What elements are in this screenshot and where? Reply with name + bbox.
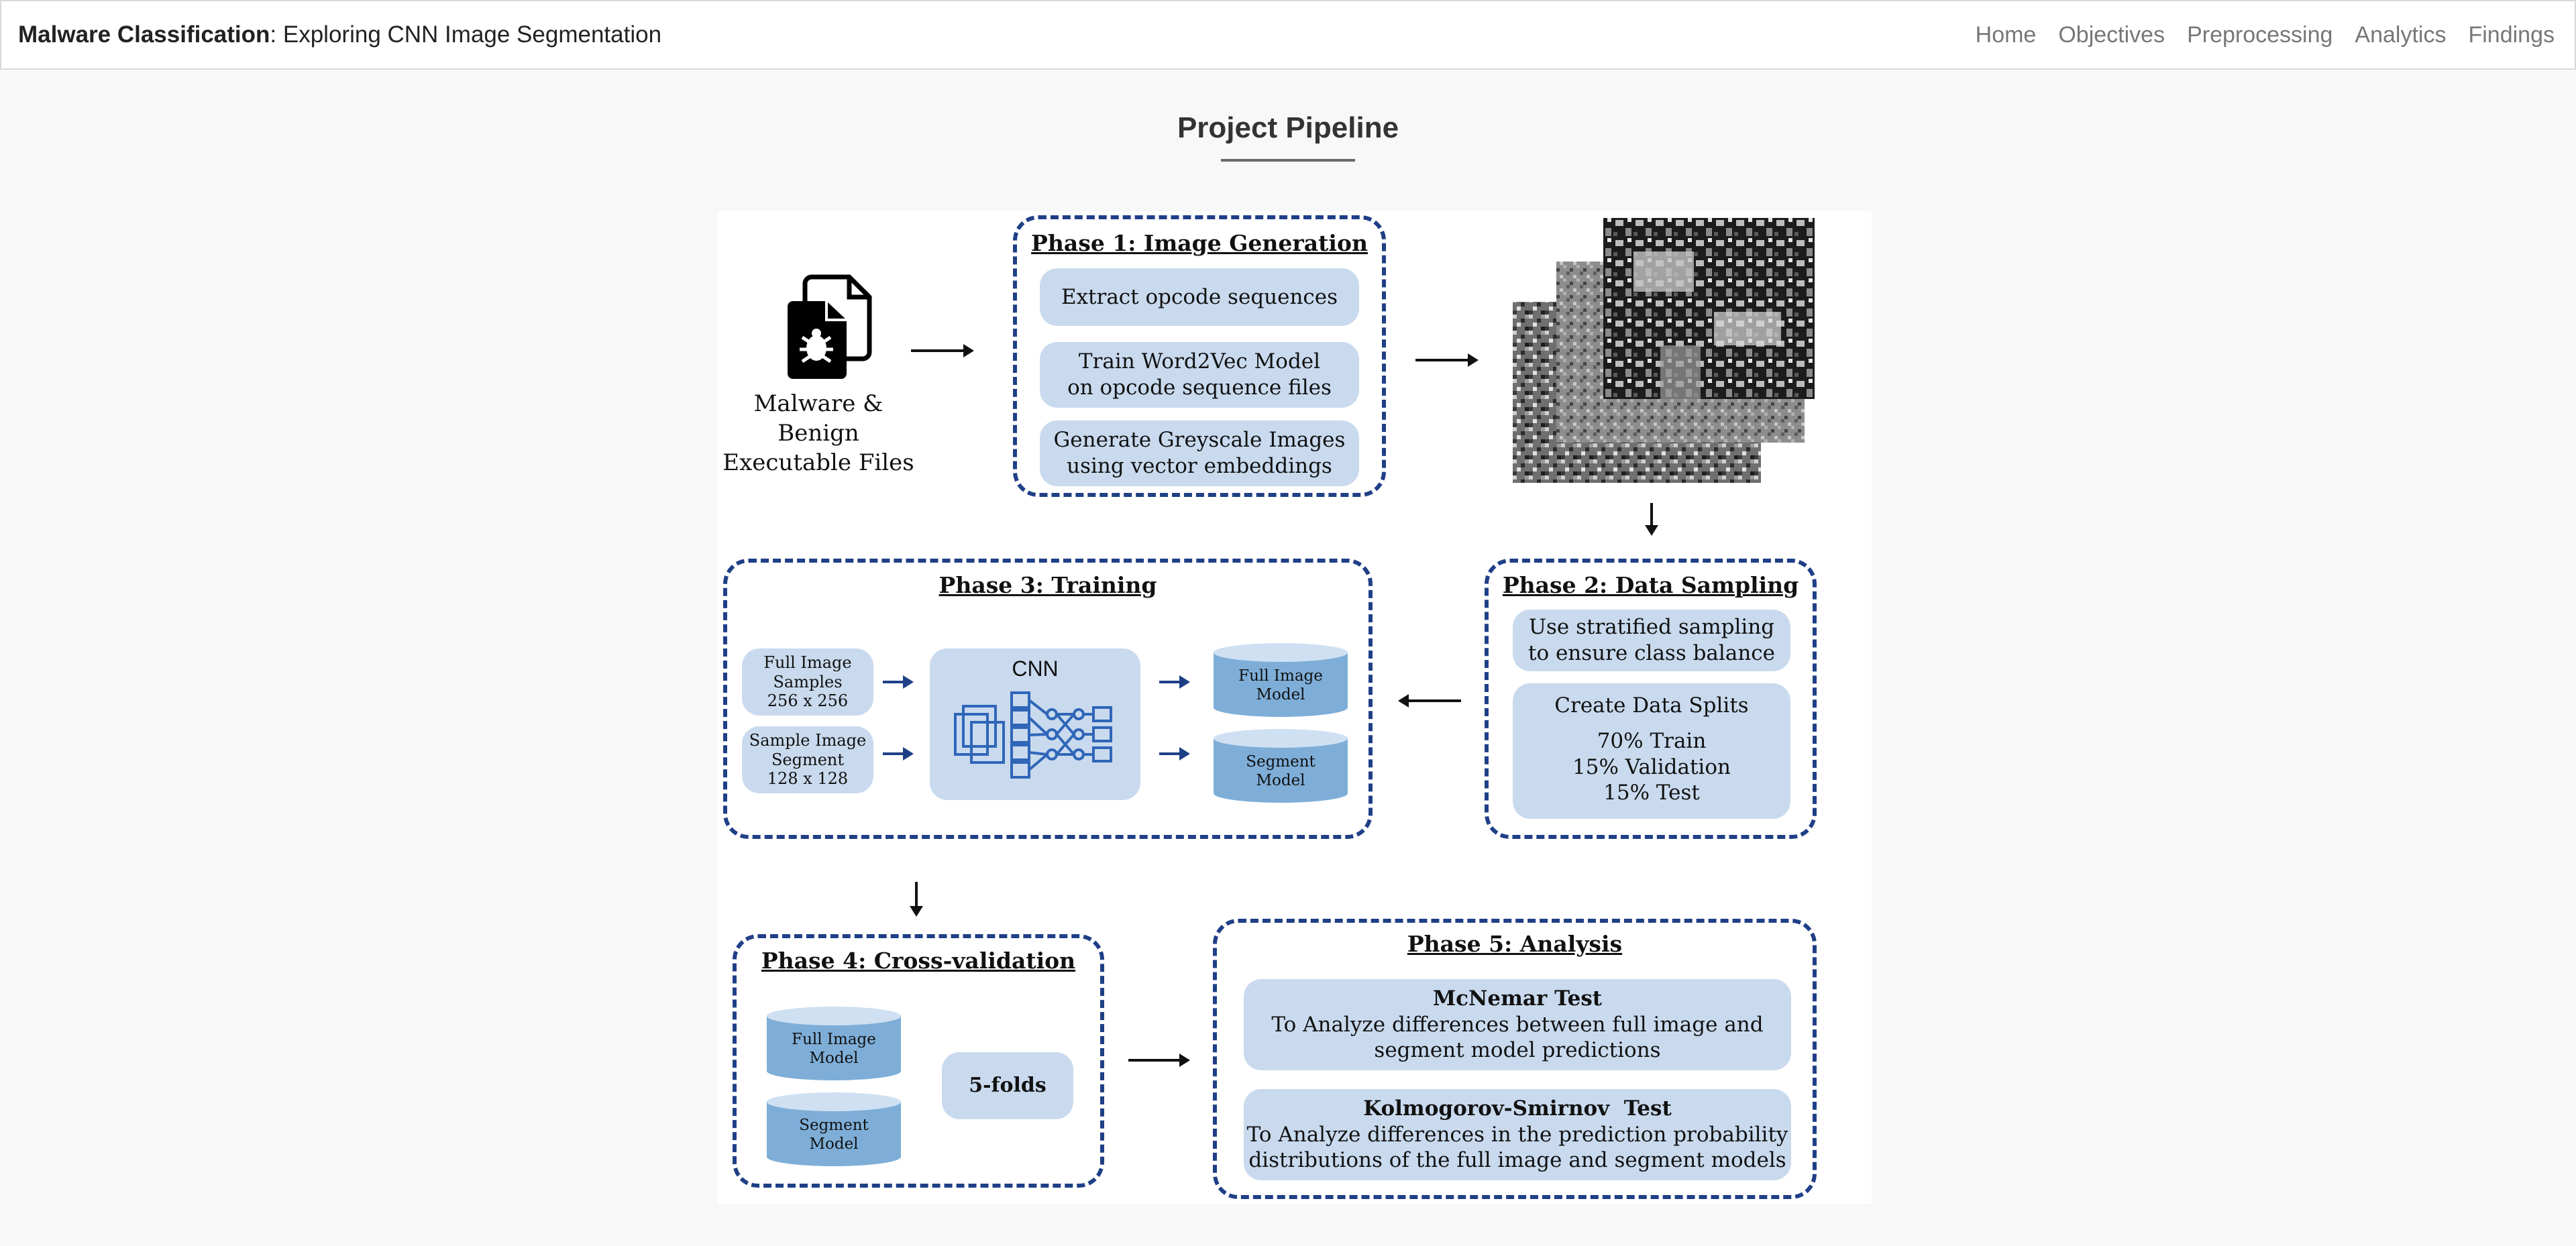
phase4-segment-model: Segment Model xyxy=(765,1091,903,1169)
cnn-label: CNN xyxy=(1012,657,1059,681)
arrow-cnn-to-full-model xyxy=(1159,675,1190,689)
phase1-step-word2vec: Train Word2Vec Model on opcode sequence … xyxy=(1040,342,1359,408)
phase3-full-image-model: Full Image Model xyxy=(1212,642,1350,720)
phase1-step3-line1: Generate Greyscale Images xyxy=(1053,428,1346,453)
arrow-images-to-phase2 xyxy=(1645,503,1658,536)
mcnemar-test-card: McNemar Test To Analyze differences betw… xyxy=(1244,979,1791,1070)
database-cylinder-icon xyxy=(767,1007,901,1080)
phase2-stratified-sampling: Use stratified sampling to ensure class … xyxy=(1513,610,1790,671)
five-folds-badge: 5-folds xyxy=(942,1052,1073,1119)
ks-test-card: Kolmogorov-Smirnov Test To Analyze diffe… xyxy=(1244,1089,1791,1180)
phase1-title: Phase 1: Image Generation xyxy=(1031,230,1368,256)
phase3-input-full-image: Full Image Samples 256 x 256 xyxy=(742,648,873,716)
site-brand[interactable]: Malware Classification: Exploring CNN Im… xyxy=(18,21,661,48)
nav-link-analytics[interactable]: Analytics xyxy=(2355,21,2447,48)
malware-file-icon xyxy=(788,274,872,379)
ks-line1: To Analyze differences in the prediction… xyxy=(1246,1122,1788,1147)
arrow-input-to-phase1 xyxy=(911,344,974,357)
phase2-sampling-line1: Use stratified sampling xyxy=(1528,615,1775,640)
phase1-step2-line1: Train Word2Vec Model xyxy=(1078,349,1321,374)
phase4-title: Phase 4: Cross-validation xyxy=(761,948,1076,974)
p4-model1-line1: Full Image xyxy=(792,1031,876,1048)
input-files-label: Malware & Benign Executable Files xyxy=(718,389,919,477)
database-cylinder-icon xyxy=(1214,729,1348,803)
phase1-step-extract: Extract opcode sequences xyxy=(1040,268,1359,326)
p4-model2-line2: Model xyxy=(809,1135,859,1153)
phase1-step1-text: Extract opcode sequences xyxy=(1061,284,1338,309)
nav-link-objectives[interactable]: Objectives xyxy=(2058,21,2165,48)
nav-link-findings[interactable]: Findings xyxy=(2468,21,2555,48)
phase5-title: Phase 5: Analysis xyxy=(1407,931,1623,957)
p4-model1-line2: Model xyxy=(809,1049,859,1067)
arrow-phase2-to-phase3 xyxy=(1398,694,1461,707)
phase1-box: Phase 1: Image Generation Extract opcode… xyxy=(1013,215,1386,497)
phase3-title: Phase 3: Training xyxy=(938,572,1157,598)
p4-model1-label: Full Image Model xyxy=(765,1031,903,1068)
phase2-box: Phase 2: Data Sampling Use stratified sa… xyxy=(1485,559,1817,839)
cnn-box: CNN xyxy=(930,648,1140,800)
mcnemar-line1: To Analyze differences between full imag… xyxy=(1271,1012,1764,1037)
database-cylinder-icon xyxy=(1214,643,1348,717)
p4-model2-label: Segment Model xyxy=(765,1117,903,1153)
p3-model1-line1: Full Image xyxy=(1238,667,1323,685)
p3-model1-line2: Model xyxy=(1256,685,1305,703)
phase1-step2-line2: on opcode sequence files xyxy=(1067,376,1332,400)
phase3-box: Phase 3: Training Full Image Samples 256… xyxy=(723,559,1373,839)
phase2-sampling-line2: to ensure class balance xyxy=(1527,641,1775,665)
ks-line2: distributions of the full image and segm… xyxy=(1248,1148,1786,1173)
p3-input1-line2: Samples xyxy=(773,672,843,691)
p3-input1-line1: Full Image xyxy=(763,653,852,672)
input-label-line1: Malware & Benign xyxy=(753,390,883,447)
p3-input1-line3: 256 x 256 xyxy=(767,691,849,711)
folds-text: 5-folds xyxy=(969,1074,1046,1098)
mcnemar-line2: segment model predictions xyxy=(1374,1038,1661,1063)
arrow-input1-to-cnn xyxy=(883,675,914,689)
top-navbar: Malware Classification: Exploring CNN Im… xyxy=(0,0,2576,70)
phase3-input-segment: Sample Image Segment 128 x 128 xyxy=(742,726,873,793)
arrow-input2-to-cnn xyxy=(883,747,914,760)
brand-bold: Malware Classification xyxy=(18,21,270,48)
p3-input2-line3: 128 x 128 xyxy=(767,769,849,789)
split-test: 15% Test xyxy=(1603,781,1700,805)
arrow-phase1-to-images xyxy=(1415,353,1479,367)
phase1-step-greyscale: Generate Greyscale Images using vector e… xyxy=(1040,420,1359,486)
arrow-phase3-to-phase4 xyxy=(910,882,923,917)
neural-network-icon xyxy=(954,691,1112,779)
p3-input2-line1: Sample Image xyxy=(749,730,867,750)
phase3-segment-model: Segment Model xyxy=(1212,728,1350,805)
phase2-data-splits: Create Data Splits 70% Train 15% Validat… xyxy=(1513,683,1790,819)
splits-heading: Create Data Splits xyxy=(1554,693,1749,718)
nav-link-preprocessing[interactable]: Preprocessing xyxy=(2187,21,2333,48)
mcnemar-title: McNemar Test xyxy=(1432,986,1603,1011)
phase4-box: Phase 4: Cross-validation Full Image Mod… xyxy=(733,934,1104,1188)
phase4-full-image-model: Full Image Model xyxy=(765,1005,903,1083)
phase5-box: Phase 5: Analysis McNemar Test To Analyz… xyxy=(1213,919,1817,1199)
p3-model2-line1: Segment xyxy=(1246,753,1316,771)
pipeline-diagram: Malware & Benign Executable Files Phase … xyxy=(718,211,1872,1204)
p3-model1-label: Full Image Model xyxy=(1212,667,1350,704)
database-cylinder-icon xyxy=(767,1092,901,1166)
greyscale-image-stack xyxy=(1513,218,1815,483)
p3-model2-line2: Model xyxy=(1256,771,1305,789)
split-train: 70% Train xyxy=(1597,728,1707,753)
phase1-step3-line2: using vector embeddings xyxy=(1067,454,1332,478)
p3-input2-line2: Segment xyxy=(771,750,845,769)
phase2-title: Phase 2: Data Sampling xyxy=(1502,572,1799,598)
p4-model2-line1: Segment xyxy=(799,1117,869,1134)
p3-model2-label: Segment Model xyxy=(1212,753,1350,790)
nav-links: Home Objectives Preprocessing Analytics … xyxy=(1953,22,2555,48)
split-validation: 15% Validation xyxy=(1572,754,1731,779)
nav-link-home[interactable]: Home xyxy=(1975,21,2037,48)
brand-subtitle: : Exploring CNN Image Segmentation xyxy=(270,21,662,48)
arrow-phase4-to-phase5 xyxy=(1128,1054,1190,1067)
page-title: Project Pipeline xyxy=(1177,111,1399,144)
ks-title: Kolmogorov-Smirnov Test xyxy=(1363,1096,1672,1121)
title-underline xyxy=(1221,159,1355,162)
input-label-line2: Executable Files xyxy=(722,449,914,476)
arrow-cnn-to-segment-model xyxy=(1159,747,1190,760)
